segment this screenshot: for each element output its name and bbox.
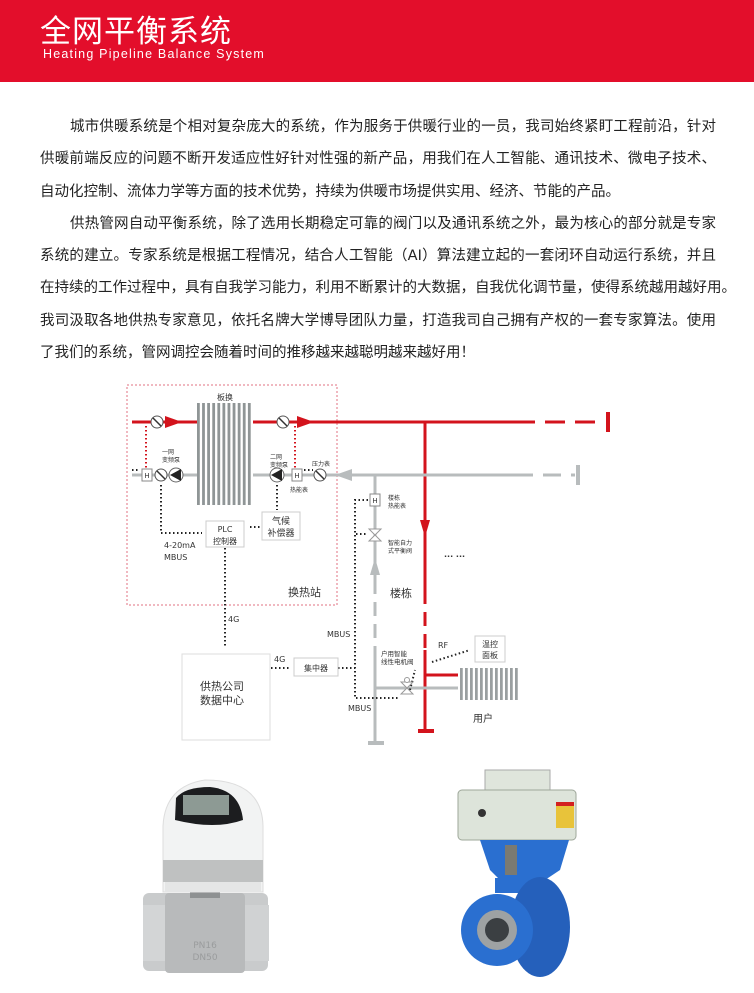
user-valve-label: 户用智能 [381,649,408,658]
text-line: 系统的建立。专家系统是根据工程情况，结合人工智能（AI）算法建立起的一套闭环自动… [40,248,716,265]
mbus-label: MBUS [164,553,187,562]
4g-label: 4G [228,615,239,624]
plc-label: 控制器 [213,536,237,546]
smart-ball-valve-photo: PN16 DN50 [143,779,269,973]
balance-valve-label: 式平衡阀 [388,547,412,555]
mbus-label: MBUS [348,704,371,713]
primary-pump-label: 一网 [162,449,174,456]
return-pipe [132,465,580,745]
primary-pump-label: 变频泵 [162,456,180,464]
svg-text:PN16: PN16 [193,941,217,951]
plate-stripe [227,403,231,505]
header-banner: 全网平衡系统 Heating Pipeline Balance System [0,0,754,82]
user-valve-label: 线性电机阀 [381,657,414,666]
svg-text:DN50: DN50 [192,953,217,963]
plate-stripe [217,403,221,505]
plate-stripe [505,668,508,700]
pressure-gauge-label: 压力表 [312,460,330,468]
text-line: 在持续的工作过程中，具有自我学习能力，利用不断累计的大数据，自我优化调节量，使得… [40,280,736,297]
station-boundary [126,384,338,606]
climate-compensator-box [261,511,301,541]
text-line: 了我们的系统，管网调控会随着时间的推移越来越聪明越来越好用！ [40,345,475,362]
data-center-label: 数据中心 [200,693,244,707]
building-meter-label: 热能表 [388,502,406,510]
plate-stripe [232,403,236,505]
text-line: 供热管网自动平衡系统，除了选用长期稳定可靠的阀门以及通讯系统之外，最为核心的部分… [70,215,716,232]
paragraph-1: 城市供暖系统是个相对复杂庞大的系统，作为服务于供暖行业的一员，我司始终紧盯工程前… [40,114,716,211]
compensator-label: 补偿器 [267,527,294,539]
plate-stripe [495,668,498,700]
building-label: 楼栋 [390,586,412,600]
concentrator-label: 集中器 [304,663,328,673]
heat-meter-icon: H [141,468,153,482]
building-meter-label: 楼栋 [388,494,400,502]
svg-text:H: H [144,472,149,480]
user-radiator [460,668,518,700]
thermostat-panel [474,635,506,663]
plate-stripe [465,668,468,700]
paragraph-2: 供热管网自动平衡系统，除了选用长期稳定可靠的阀门以及通讯系统之外，最为核心的部分… [40,211,736,372]
svg-text:H: H [294,472,299,480]
svg-text:H: H [372,497,377,505]
valve-icon [150,415,164,429]
intro-text: 城市供暖系统是个相对复杂庞大的系统，作为服务于供暖行业的一员，我司始终紧盯工程前… [40,114,736,372]
heat-meter-label: 热能表 [290,486,308,494]
building-meter-icon: H [369,493,381,507]
secondary-pump-label: 变频泵 [270,461,288,469]
rf-label: RF [438,641,449,650]
signal-4-20ma-label: 4-20mA [164,541,196,550]
plate-stripe [212,403,216,505]
plate-stripe [510,668,513,700]
data-center-box [181,653,271,741]
data-center-label: 供热公司 [200,679,244,693]
mbus-label: MBUS [327,630,350,639]
plate-stripe [222,403,226,505]
plate-stripe [202,403,205,505]
plate-stripe [490,668,493,700]
plate-stripe [475,668,478,700]
primary-pump-icon [168,467,184,483]
4g-label: 4G [274,655,285,664]
flanged-ball-valve-photo [457,769,577,977]
page-title: 全网平衡系统 [40,14,232,50]
plc-box [205,520,245,548]
text-line: 自动化控制、流体力学等方面的技术优势，持续为供暖市场提供实用、经济、节能的产品。 [40,183,620,200]
balance-valve-icon [367,528,383,542]
thermostat-label: 温控 [482,639,498,649]
user-valve-icon [399,677,415,695]
balance-valve-label: 智能自力 [388,539,412,547]
plate-exchanger-label: 板换 [217,392,233,402]
plate-stripe [480,668,483,700]
pressure-gauge-icon [313,468,327,482]
text-line: 我司汲取各地供热专家意见，依托名牌大学博导团队力量，打造我司自己拥有产权的一套专… [40,312,716,329]
plate-stripe [242,403,246,505]
plc-label: PLC [218,525,233,534]
thermostat-label: 面板 [482,650,498,660]
text-line: 城市供暖系统是个相对复杂庞大的系统，作为服务于供暖行业的一员，我司始终紧盯工程前… [70,119,716,135]
plate-stripe [207,403,210,505]
plate-stripe [237,403,241,505]
compensator-label: 气候 [272,515,290,527]
signal-lines [132,426,471,699]
plate-stripe [515,668,518,700]
concentrator-box [293,657,339,677]
plate-stripe [197,403,200,505]
secondary-pump-label: 二网 [270,454,282,461]
plate-stripe [485,668,488,700]
plate-stripe [247,403,251,505]
heat-meter-icon: H [291,468,303,482]
supply-pipe [132,412,610,733]
user-label: 用户 [473,712,493,725]
more-buildings-ellipsis: ··· ··· [444,552,465,561]
page-subtitle: Heating Pipeline Balance System [43,47,266,61]
valve-icon [276,415,290,429]
plate-stripe [500,668,503,700]
plate-stripe [470,668,473,700]
plate-stripe [460,668,463,700]
secondary-pump-icon [269,467,285,483]
text-line: 供暖前端反应的问题不断开发适应性好针对性强的新产品，用我们在人工智能、通讯技术、… [40,151,716,168]
plate-exchanger [197,403,253,505]
station-label: 换热站 [288,585,321,599]
valve-icon [154,468,168,482]
